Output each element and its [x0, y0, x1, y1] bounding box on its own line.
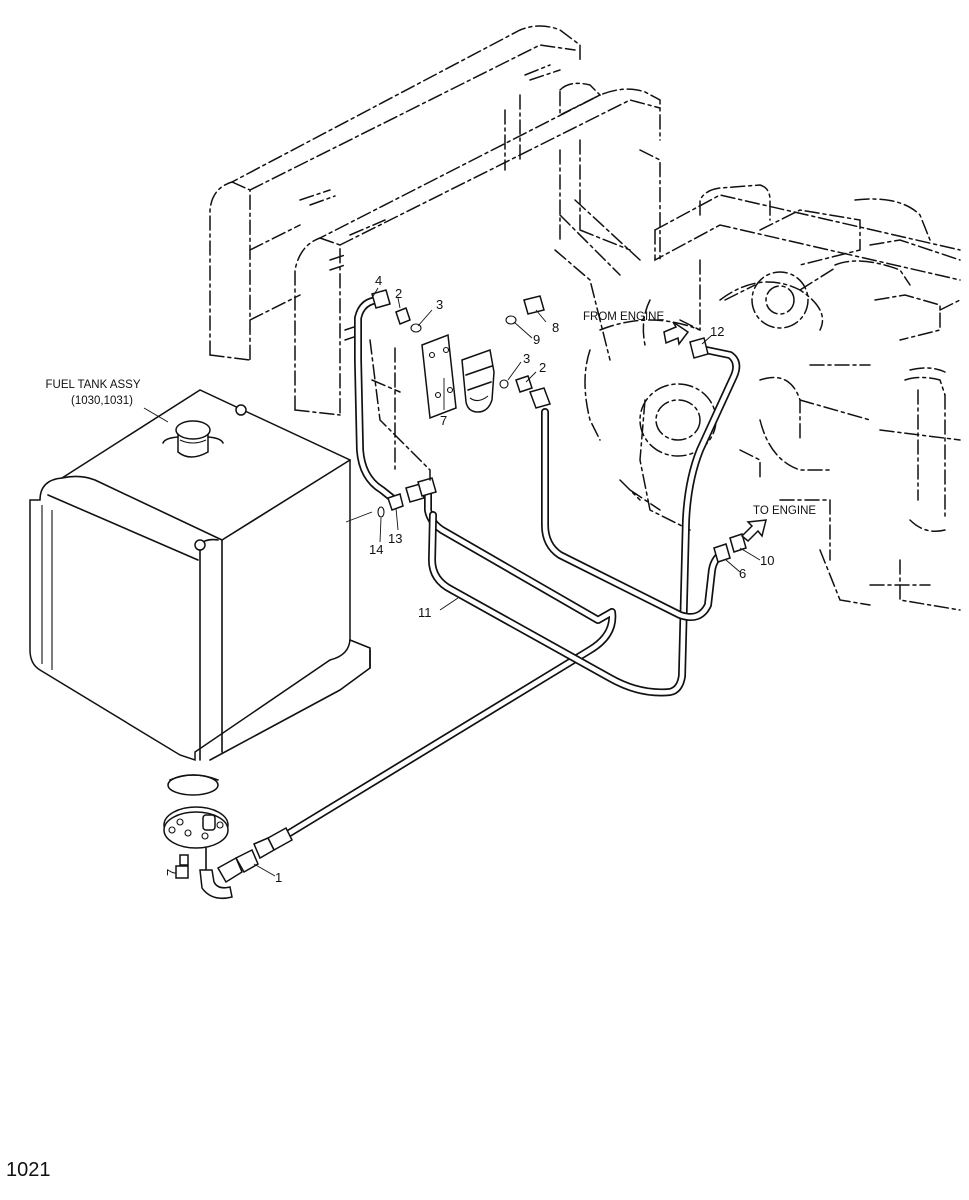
fuel-tank [29, 389, 371, 762]
callout-13: 13 [388, 531, 402, 546]
callout-3-upper: 3 [436, 297, 443, 312]
callout-9: 9 [533, 332, 540, 347]
to-engine-label: TO ENGINE [753, 505, 816, 517]
callout-1: 1 [275, 870, 282, 885]
callout-11: 11 [418, 605, 432, 620]
engine-phantom [554, 184, 961, 611]
fuel-tank-label-line1: FUEL TANK ASSY [45, 379, 140, 391]
hose-fittings [216, 289, 747, 884]
callout-7-bolt: 7 [164, 869, 179, 876]
supply-hose-from-engine [428, 346, 741, 697]
hose-to-filter-inlet [354, 296, 396, 502]
callout-12: 12 [710, 324, 724, 339]
from-engine-arrow-icon [663, 321, 690, 346]
to-engine-arrow-icon [740, 519, 767, 543]
fuel-tank-label-line2: (1030,1031) [71, 395, 133, 407]
callout-2-lower: 2 [539, 360, 546, 375]
leader-lines [143, 287, 761, 877]
callout-4: 4 [375, 273, 382, 288]
fuel-filter-bracket [369, 333, 495, 481]
callout-6: 6 [739, 566, 746, 581]
callout-10: 10 [760, 553, 774, 568]
flow-arrows [663, 321, 767, 543]
filter-to-engine-hose [541, 408, 728, 621]
sender-flange [163, 774, 233, 900]
callout-2-upper: 2 [395, 286, 402, 301]
radiator-frame-phantom [209, 25, 661, 416]
page-number: 1021 [6, 1159, 51, 1181]
callout-8: 8 [552, 320, 559, 335]
from-engine-label: FROM ENGINE [583, 311, 664, 323]
callout-3-lower: 3 [523, 351, 530, 366]
callout-7-bracket: 7 [440, 413, 447, 428]
callout-14: 14 [369, 542, 383, 557]
